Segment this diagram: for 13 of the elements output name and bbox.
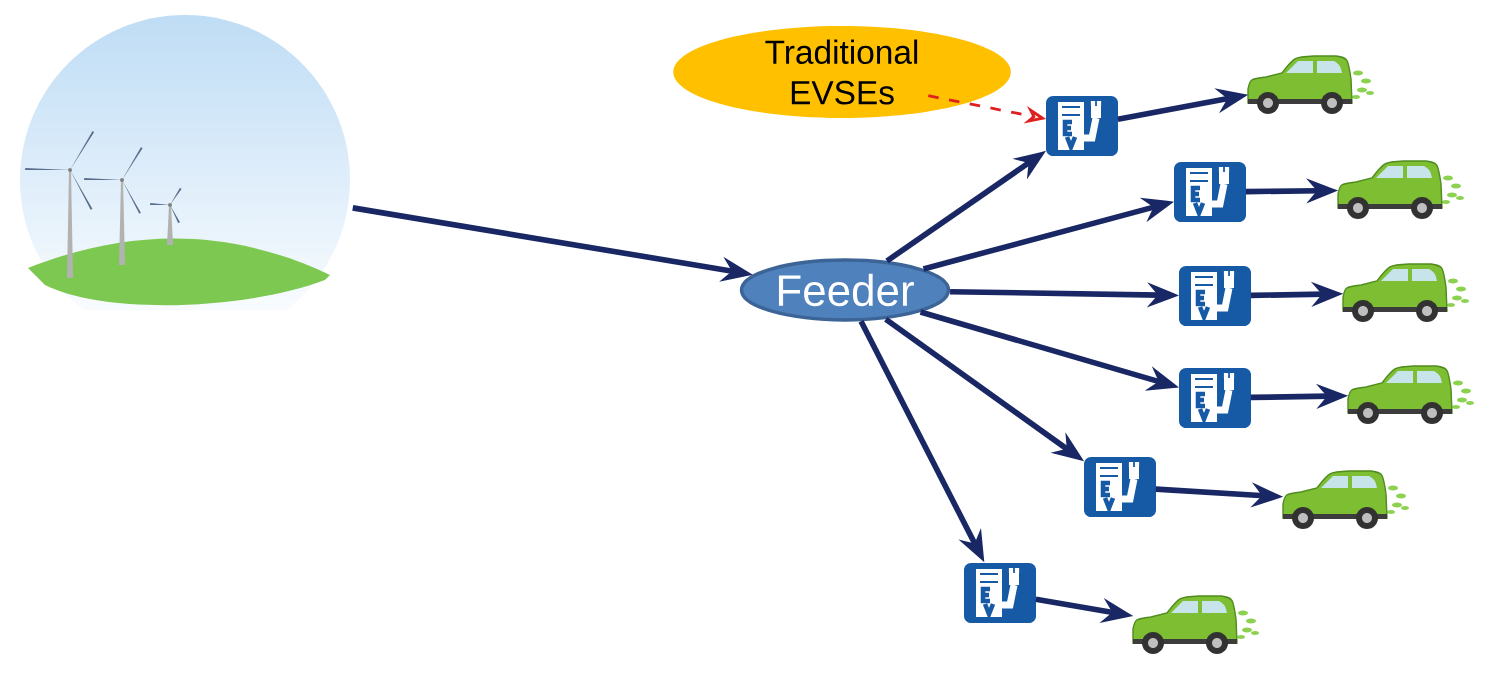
charging-station-icon (1179, 368, 1251, 428)
electric-car-drawing (1132, 595, 1259, 654)
charging-station-icon (964, 563, 1036, 623)
charging-station-icon (1084, 457, 1156, 517)
electric-car-drawing (1342, 263, 1469, 322)
charging-station-icon (1174, 162, 1246, 222)
charging-station-icon (1179, 266, 1251, 326)
electric-car-drawing (1347, 365, 1474, 424)
charging-station-icon (1046, 96, 1118, 156)
wind-farm-drawing (25, 131, 330, 305)
electric-car-drawing (1337, 160, 1464, 219)
electric-car-drawing (1282, 470, 1409, 529)
electric-car-drawing (1247, 55, 1374, 114)
